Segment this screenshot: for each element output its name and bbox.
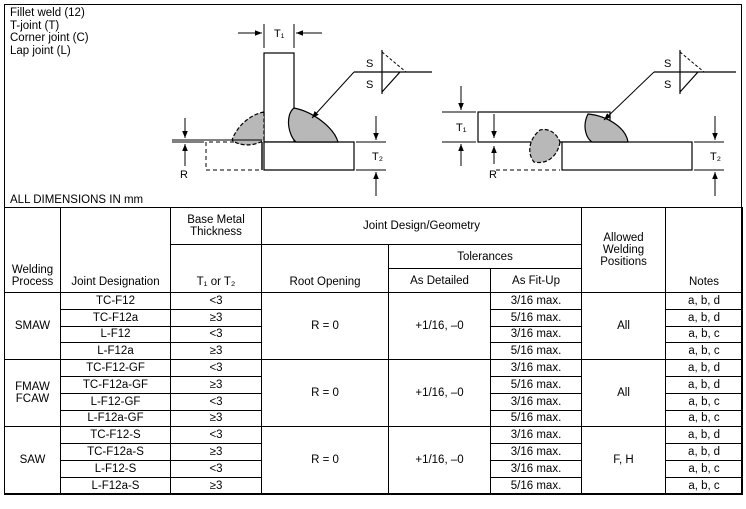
- tolerance-cell: +1/16, –0: [388, 426, 491, 495]
- header-base-metal: Base Metal Thickness: [170, 207, 262, 245]
- notes-cell: a, b, c: [665, 392, 744, 411]
- thickness-cell: ≥3: [170, 443, 262, 461]
- lap-optional-weld: [529, 128, 561, 164]
- lap-joint-diagram: T₁ R T₂ S S: [442, 50, 736, 196]
- thickness-cell: <3: [170, 359, 262, 377]
- fitup-cell: 3/16 max.: [489, 325, 583, 344]
- designation-cell: TC-F12: [60, 292, 171, 310]
- legend-line: Lap joint (L): [10, 44, 71, 57]
- lap-s-upper-label: S: [664, 58, 671, 70]
- header-notes: Notes: [665, 207, 744, 293]
- designation-cell: TC-F12a-S: [60, 443, 171, 461]
- lap-r-label: R: [489, 169, 497, 181]
- designation-cell: TC-F12a-GF: [60, 375, 171, 394]
- fitup-cell: 5/16 max.: [489, 308, 583, 327]
- header-as-detailed: As Detailed: [388, 268, 491, 293]
- tolerance-cell: +1/16, –0: [388, 359, 491, 428]
- thickness-cell: <3: [170, 325, 262, 344]
- header-root-opening: Root Opening: [261, 244, 389, 293]
- fitup-cell: 5/16 max.: [489, 409, 583, 428]
- dimensions-note: ALL DIMENSIONS IN mm: [10, 194, 144, 206]
- thickness-cell: <3: [170, 459, 262, 478]
- fitup-cell: 5/16 max.: [489, 375, 583, 394]
- legend-line: Fillet weld (12): [10, 7, 85, 19]
- thickness-cell: <3: [170, 392, 262, 411]
- notes-cell: a, b, d: [665, 443, 744, 461]
- thickness-cell: ≥3: [170, 308, 262, 327]
- notes-cell: a, b, c: [665, 342, 744, 361]
- thickness-cell: <3: [170, 426, 262, 445]
- process-cell: SMAW: [4, 291, 61, 361]
- fitup-cell: 5/16 max.: [489, 476, 583, 495]
- joint-diagrams: T₁ R T₂ S S: [172, 24, 736, 196]
- lap-s-lower-label: S: [664, 79, 671, 91]
- process-cell: SAW: [4, 426, 61, 495]
- base-plate: [263, 141, 355, 171]
- positions-cell: F, H: [581, 426, 667, 495]
- fitup-cell: 3/16 max.: [489, 359, 583, 377]
- positions-cell: All: [581, 291, 667, 361]
- process-cell: FMAW FCAW: [4, 359, 61, 428]
- root-opening-cell: R = 0: [261, 359, 389, 428]
- designation-cell: TC-F12-S: [60, 426, 171, 445]
- thickness-cell: ≥3: [170, 342, 262, 361]
- notes-cell: a, b, c: [665, 476, 744, 495]
- designation-cell: L-F12: [60, 325, 171, 344]
- t1-label: T₁: [274, 28, 285, 40]
- lap-t1-label: T₁: [456, 122, 467, 134]
- thickness-cell: ≥3: [170, 476, 262, 495]
- fitup-cell: 3/16 max.: [489, 392, 583, 411]
- notes-cell: a, b, d: [665, 375, 744, 394]
- header-joint-designation: Joint Designation: [60, 207, 171, 293]
- fitup-cell: 3/16 max.: [489, 426, 583, 445]
- lower-lap-plate: [561, 141, 693, 171]
- lap-t2-label: T₂: [710, 151, 721, 163]
- s-upper-label: S: [366, 58, 373, 70]
- header-as-fit-up: As Fit-Up: [489, 268, 583, 293]
- header-welding-process: Welding Process: [4, 207, 61, 293]
- joint-legend: Fillet weld (12) T-joint (T) Corner join…: [10, 7, 89, 57]
- designation-cell: TC-F12a: [60, 308, 171, 327]
- thickness-cell: ≥3: [170, 409, 262, 428]
- notes-cell: a, b, c: [665, 325, 744, 344]
- fitup-cell: 3/16 max.: [489, 292, 583, 310]
- notes-cell: a, b, d: [665, 426, 744, 445]
- designation-cell: L-F12a-S: [60, 476, 171, 495]
- t-joint-diagram: T₁ R T₂ S S: [172, 24, 432, 196]
- tolerance-cell: +1/16, –0: [388, 291, 491, 361]
- notes-cell: a, b, c: [665, 409, 744, 428]
- thickness-cell: ≥3: [170, 375, 262, 394]
- notes-cell: a, b, d: [665, 308, 744, 327]
- designation-cell: L-F12-S: [60, 459, 171, 478]
- root-opening-cell: R = 0: [261, 291, 389, 361]
- fitup-cell: 5/16 max.: [489, 342, 583, 361]
- notes-cell: a, b, c: [665, 459, 744, 478]
- designation-cell: L-F12a-GF: [60, 409, 171, 428]
- header-t1-or-t2: T₁ or T₂: [170, 244, 262, 293]
- legend-line: Corner joint (C): [10, 32, 89, 44]
- notes-cell: a, b, d: [665, 292, 744, 310]
- designation-cell: L-F12a: [60, 342, 171, 361]
- t2-label: T₂: [372, 151, 383, 163]
- header-joint-design: Joint Design/Geometry: [260, 207, 583, 245]
- fitup-cell: 3/16 max.: [489, 459, 583, 478]
- designation-cell: L-F12-GF: [60, 392, 171, 411]
- positions-cell: All: [581, 359, 667, 428]
- header-allowed-positions: Allowed Welding Positions: [581, 207, 667, 293]
- notes-cell: a, b, d: [665, 359, 744, 377]
- s-lower-label: S: [366, 79, 373, 91]
- header-tolerances: Tolerances: [387, 244, 583, 269]
- fillet-weld: [287, 107, 339, 143]
- fitup-cell: 3/16 max.: [489, 443, 583, 461]
- root-opening-cell: R = 0: [261, 426, 389, 495]
- r-label: R: [180, 169, 188, 181]
- designation-cell: TC-F12-GF: [60, 359, 171, 377]
- joint-spec-table: Welding Process Joint Designation Base M…: [4, 207, 744, 495]
- legend-line: T-joint (T): [10, 19, 60, 32]
- thickness-cell: <3: [170, 292, 262, 310]
